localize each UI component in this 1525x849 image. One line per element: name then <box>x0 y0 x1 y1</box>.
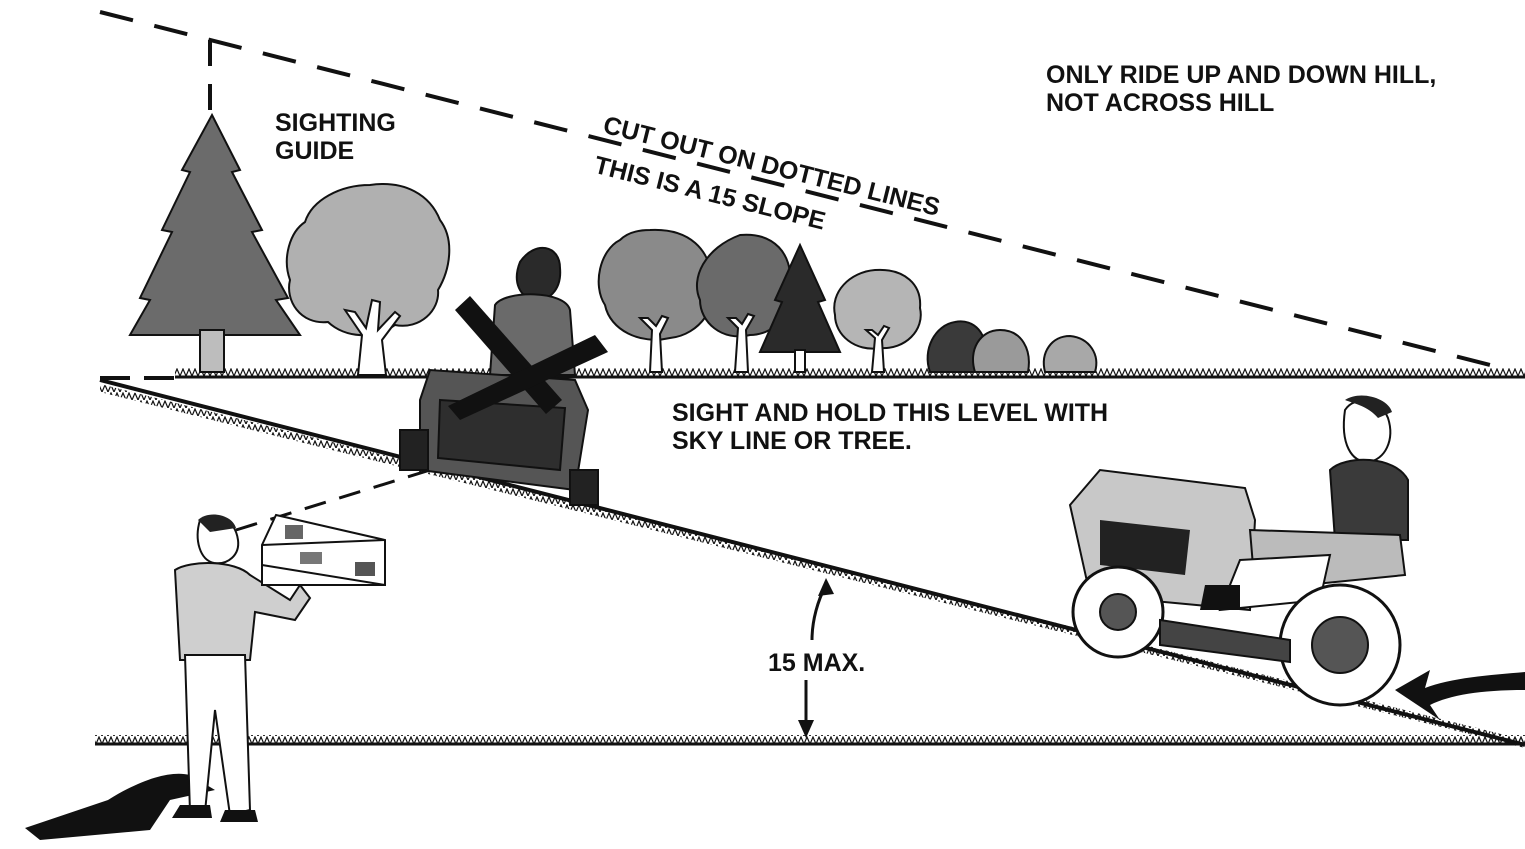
sighting-guide-label-line1: SIGHTING <box>275 110 396 136</box>
max-angle-label: 15 MAX. <box>768 650 865 676</box>
sight-hold-label-line2: SKY LINE OR TREE. <box>672 428 912 454</box>
only-ride-label-line1: ONLY RIDE UP AND DOWN HILL, <box>1046 62 1436 88</box>
sighting-guide-label-line2: GUIDE <box>275 138 354 164</box>
eye-sight-dashed-line <box>236 470 430 530</box>
tree-cluster-icon <box>599 230 921 372</box>
sight-hold-label-line1: SIGHT AND HOLD THIS LEVEL WITH <box>672 400 1108 426</box>
ground-grass-strip <box>95 735 1525 743</box>
sighting-guide-card-icon <box>262 515 385 585</box>
only-ride-label-line2: NOT ACROSS HILL <box>1046 90 1274 116</box>
deciduous-tree-icon <box>287 184 449 375</box>
bushes-icon <box>928 321 1097 372</box>
tractor-up-hill-icon <box>1070 396 1408 705</box>
